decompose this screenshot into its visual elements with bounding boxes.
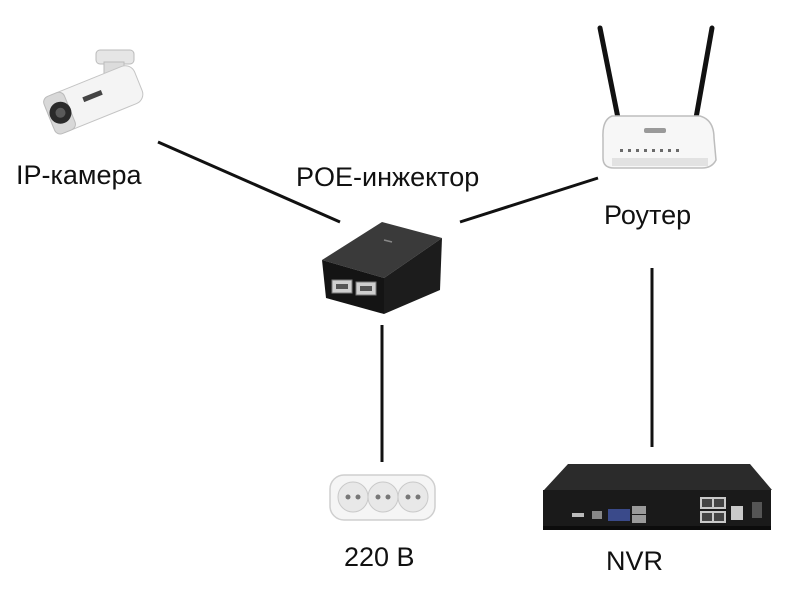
nvr-label: NVR: [606, 546, 664, 576]
nvr-icon: [543, 464, 772, 530]
router-icon: [597, 25, 717, 169]
injector-label: POE-инжектор: [296, 162, 480, 192]
ip-camera-icon: [43, 49, 144, 135]
poe-injector-icon: [322, 222, 442, 314]
camera-label: IP-камера: [16, 160, 142, 190]
link-camera-injector: [157, 140, 341, 224]
power-outlet-icon: [329, 474, 436, 521]
router-label: Роутер: [604, 200, 692, 230]
power-label: 220 В: [344, 542, 415, 572]
link-injector-router: [459, 176, 599, 224]
